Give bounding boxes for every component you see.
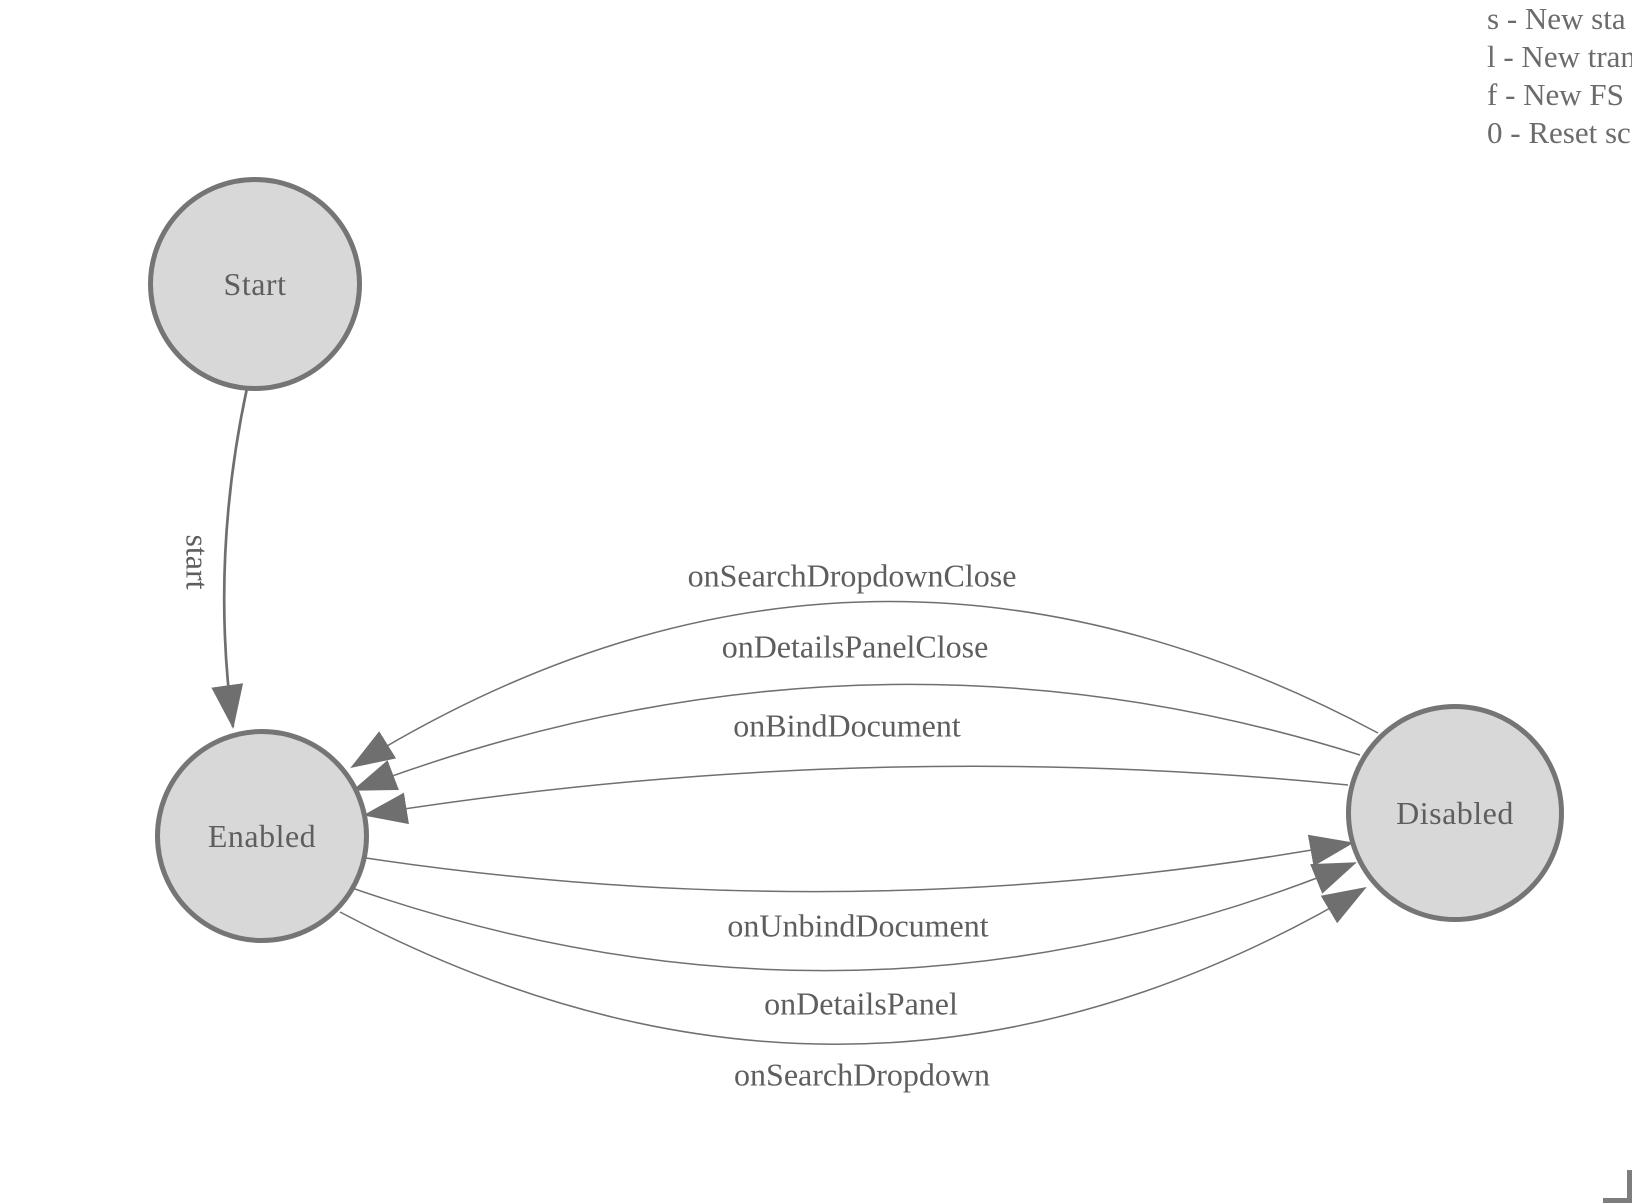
transition-edge-onsearchdropdownclose[interactable]: [350, 600, 1379, 769]
transition-edge-onunbinddocument[interactable]: [365, 834, 1354, 893]
transition-label-start[interactable]: start: [179, 534, 216, 590]
shortcut-legend-item: s - New sta: [1487, 1, 1626, 36]
transition-label-onunbinddocument[interactable]: onUnbindDocument: [727, 907, 989, 944]
shortcut-legend: s - New sta l - New tran f - New FS 0 - …: [1487, 0, 1632, 152]
transition-edge-onbinddocument[interactable]: [363, 765, 1349, 825]
shortcut-legend-item: f - New FS: [1487, 77, 1624, 112]
state-node-start[interactable]: Start: [148, 177, 362, 391]
transition-edge-onsearchdropdown[interactable]: [339, 886, 1367, 1045]
state-label-enabled: Enabled: [207, 817, 317, 854]
canvas-frame-corner: [1603, 1170, 1632, 1203]
transition-edge-ondetailspanelclose[interactable]: [352, 683, 1361, 791]
transition-label-onsearchdropdownclose[interactable]: onSearchDropdownClose: [687, 557, 1017, 594]
state-label-start: Start: [223, 265, 287, 302]
state-label-disabled: Disabled: [1396, 794, 1514, 831]
transition-label-ondetailspanelclose[interactable]: onDetailsPanelClose: [721, 628, 989, 665]
transition-edge-ondetailspanel[interactable]: [351, 862, 1357, 972]
state-node-enabled[interactable]: Enabled: [155, 729, 369, 943]
shortcut-legend-item: 0 - Reset sc: [1487, 115, 1631, 150]
shortcut-legend-item: l - New tran: [1487, 39, 1632, 74]
transition-edge-start[interactable]: [211, 387, 249, 729]
state-node-disabled[interactable]: Disabled: [1346, 704, 1564, 922]
transition-label-onsearchdropdown[interactable]: onSearchDropdown: [734, 1056, 990, 1093]
transition-label-onbinddocument[interactable]: onBindDocument: [733, 707, 961, 744]
transition-label-ondetailspanel[interactable]: onDetailsPanel: [764, 985, 958, 1022]
